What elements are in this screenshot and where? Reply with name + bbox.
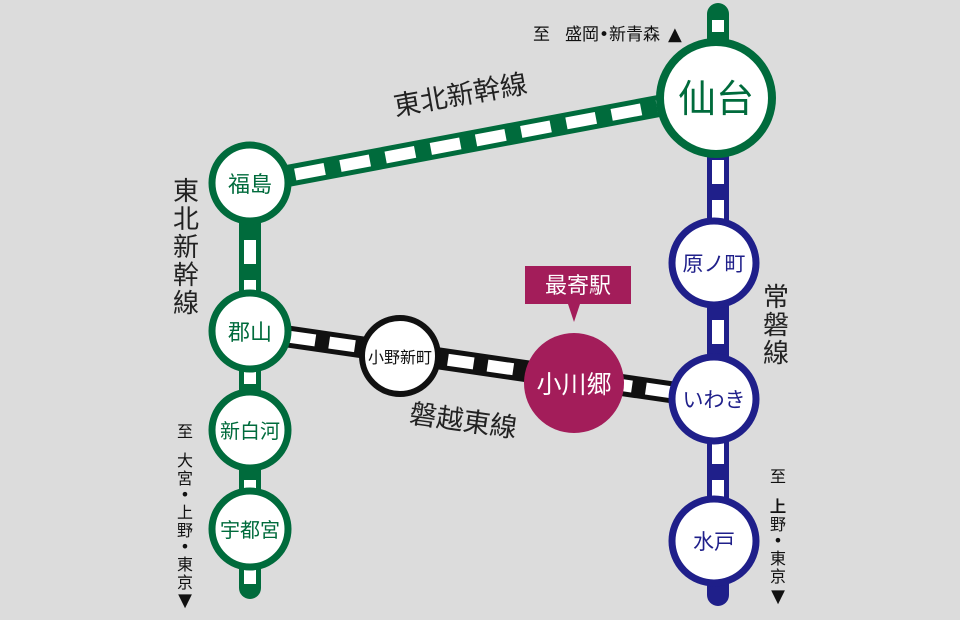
tohoku-vertical-char: 線 [173, 289, 199, 319]
station-iwaki[interactable]: いわき [668, 353, 760, 445]
joban-char: 常 [763, 283, 789, 313]
banetsu-east-line-label: 磐越東線 [408, 399, 519, 445]
banetsu-east-line-track [248, 320, 720, 410]
nearest-station-badge: 最寄駅 [525, 266, 631, 322]
direction-north-text: 盛岡•新青森 [565, 25, 660, 45]
tohoku-vertical-char: 東 [173, 177, 199, 207]
direction-sw-char: • [180, 537, 189, 556]
direction-sw-prefix: 至 [177, 422, 193, 441]
station-sendai-label: 仙台 [678, 77, 754, 121]
joban-char: 線 [763, 339, 789, 369]
tohoku-shinkansen-vertical-label: 東 北 新 幹 線 [173, 177, 199, 319]
direction-sw-char: 京 [177, 573, 193, 592]
direction-sw-char: 大 [177, 451, 193, 470]
station-sendai[interactable]: 仙台 [656, 38, 776, 158]
station-iwaki-label: いわき [683, 388, 746, 412]
tohoku-vertical-char: 新 [173, 233, 199, 263]
direction-sw-char: 野 [177, 521, 193, 540]
joban-char: 磐 [763, 311, 789, 341]
direction-sw-char: 東 [177, 555, 193, 574]
direction-se-char: 東 [770, 549, 786, 568]
station-koriyama-label: 郡山 [228, 321, 272, 346]
direction-south-east: 至 上 野 • 東 京 ▼ [770, 467, 786, 607]
direction-se-char: 上 [770, 497, 786, 516]
up-arrow-icon: ▲ [668, 24, 682, 45]
direction-north: 至 盛岡•新青森 ▲ [533, 24, 682, 45]
station-shin-shirakawa[interactable]: 新白河 [208, 388, 292, 472]
station-utsunomiya-label: 宇都宮 [220, 518, 280, 542]
direction-sw-char: • [180, 485, 189, 504]
station-ono-niimachi-label: 小野新町 [368, 348, 432, 367]
station-ono-niimachi[interactable]: 小野新町 [359, 315, 441, 397]
down-arrow-icon: ▼ [771, 586, 785, 607]
tohoku-shinkansen-label: 東北新幹線 [391, 69, 529, 123]
direction-se-prefix: 至 [770, 467, 786, 486]
station-haranomachi-label: 原ノ町 [683, 252, 746, 276]
direction-sw-char: 宮 [177, 469, 193, 488]
station-shin-shirakawa-label: 新白河 [220, 419, 280, 443]
tohoku-vertical-char: 北 [173, 205, 199, 235]
station-fukushima[interactable]: 福島 [208, 141, 292, 225]
station-mito-label: 水戸 [693, 530, 735, 554]
station-mito[interactable]: 水戸 [668, 495, 760, 587]
direction-south-west: 至 大 宮 • 上 野 • 東 京 ▼ [177, 422, 193, 611]
station-ogawago[interactable]: 小川郷 [524, 333, 624, 433]
direction-se-char: • [773, 531, 782, 550]
station-ogawago-label: 小川郷 [536, 370, 611, 399]
nearest-station-badge-label: 最寄駅 [545, 274, 611, 299]
station-haranomachi[interactable]: 原ノ町 [668, 217, 760, 309]
station-fukushima-label: 福島 [228, 173, 272, 198]
direction-north-prefix: 至 [533, 25, 550, 45]
direction-se-char: 野 [770, 515, 786, 534]
down-arrow-icon: ▼ [178, 590, 192, 611]
direction-sw-char: 上 [177, 503, 193, 522]
station-utsunomiya[interactable]: 宇都宮 [208, 487, 292, 571]
direction-se-char: 京 [770, 567, 786, 586]
station-koriyama[interactable]: 郡山 [208, 289, 292, 373]
joban-line-label: 常 磐 線 [763, 283, 789, 369]
tohoku-shinkansen-track-diagonal [247, 85, 715, 194]
tohoku-vertical-char: 幹 [173, 261, 199, 291]
